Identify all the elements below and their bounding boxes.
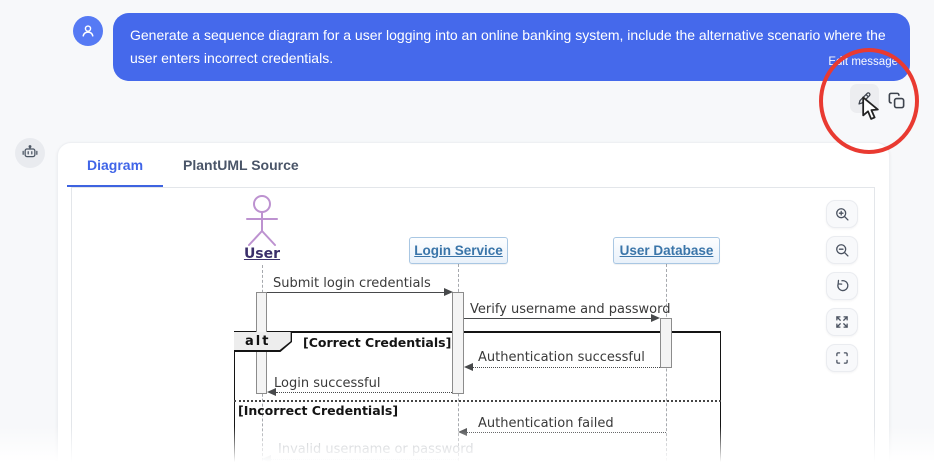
tab-bar: Diagram PlantUML Source bbox=[67, 143, 319, 187]
copy-message-button[interactable] bbox=[884, 88, 908, 112]
zoom-in-icon bbox=[834, 206, 850, 222]
tab-plantuml-source[interactable]: PlantUML Source bbox=[163, 143, 319, 187]
reset-icon bbox=[834, 278, 850, 294]
alt-operator-label: alt bbox=[234, 332, 292, 352]
message-arrow bbox=[467, 432, 666, 433]
edit-message-tooltip: Edit message bbox=[828, 56, 898, 68]
fullscreen-button[interactable] bbox=[826, 344, 858, 372]
fullscreen-icon bbox=[834, 350, 850, 366]
message-label: Authentication failed bbox=[478, 416, 614, 431]
actor-user-figure bbox=[242, 195, 282, 247]
alt-divider bbox=[234, 400, 721, 402]
message-label: Verify username and password bbox=[470, 302, 671, 317]
participant-user-label: User bbox=[243, 246, 281, 262]
zoom-in-button[interactable] bbox=[826, 200, 858, 228]
activation-user-database bbox=[660, 318, 672, 368]
arrowhead bbox=[267, 388, 276, 396]
guard-incorrect-credentials: [Incorrect Credentials] bbox=[238, 403, 399, 418]
pencil-icon bbox=[856, 90, 873, 107]
participant-login-service: Login Service bbox=[409, 237, 508, 264]
diagram-viewport[interactable] bbox=[71, 187, 875, 470]
arrowhead bbox=[651, 314, 660, 322]
message-label: Authentication successful bbox=[478, 350, 645, 365]
arrowhead bbox=[464, 363, 473, 371]
reset-view-button[interactable] bbox=[826, 272, 858, 300]
guard-correct-credentials: [Correct Credentials] bbox=[303, 335, 452, 350]
edit-message-button[interactable] bbox=[850, 84, 879, 113]
activation-login-service bbox=[452, 292, 464, 394]
user-icon bbox=[79, 22, 97, 40]
bot-avatar bbox=[15, 138, 45, 168]
zoom-out-icon bbox=[834, 242, 850, 258]
user-message-text: Generate a sequence diagram for a user l… bbox=[130, 27, 886, 66]
arrowhead bbox=[458, 428, 467, 436]
message-label: Submit login credentials bbox=[273, 276, 431, 291]
response-card: Diagram PlantUML Source bbox=[57, 142, 890, 470]
message-arrow bbox=[464, 318, 652, 319]
zoom-out-button[interactable] bbox=[826, 236, 858, 264]
message-label: Invalid username or password bbox=[278, 442, 474, 457]
arrowhead bbox=[262, 455, 271, 463]
arrowhead bbox=[444, 288, 453, 296]
user-message-bubble: Generate a sequence diagram for a user l… bbox=[113, 13, 910, 81]
message-arrow bbox=[473, 367, 660, 368]
message-arrow bbox=[267, 292, 445, 293]
message-arrow bbox=[276, 392, 452, 393]
expand-button[interactable] bbox=[826, 308, 858, 336]
message-arrow bbox=[271, 459, 458, 460]
tab-diagram[interactable]: Diagram bbox=[67, 143, 164, 187]
user-avatar bbox=[73, 16, 103, 46]
participant-user-database: User Database bbox=[613, 237, 720, 264]
robot-icon bbox=[21, 144, 39, 162]
message-label: Login successful bbox=[274, 376, 381, 391]
copy-icon bbox=[887, 91, 906, 110]
expand-icon bbox=[834, 314, 850, 330]
